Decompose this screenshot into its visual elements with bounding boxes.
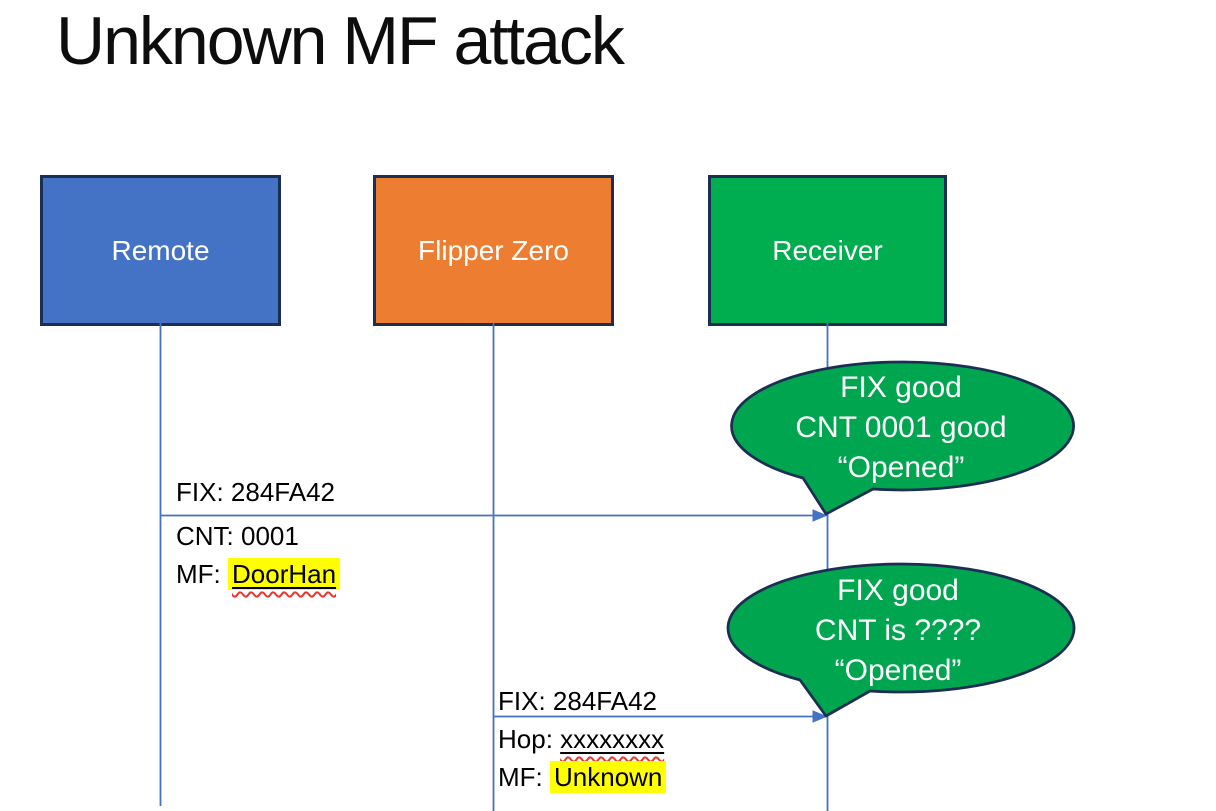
actor-box-remote: Remote [40, 175, 281, 326]
message-2-hop-value-squiggle: xxxxxxxx [560, 724, 664, 754]
message-1-cnt-label: CNT: 0001 [176, 521, 299, 552]
message-2-hop-value: xxxxxxxx [560, 724, 665, 754]
callout-2-line-1: FIX good [837, 574, 959, 607]
callout-1-text: FIX good CNT 0001 good “Opened” [731, 368, 1071, 488]
callout-2-line-3: “Opened” [834, 654, 962, 687]
callout-1-line-2: CNT 0001 good [795, 411, 1007, 444]
arrowhead-message-2 [812, 710, 828, 723]
actor-box-flipper-zero: Flipper Zero [373, 175, 614, 326]
message-2-mf-label: MF: Unknown [498, 761, 667, 793]
actor-label-receiver: Receiver [772, 234, 883, 266]
message-1-fix-label: FIX: 284FA42 [176, 477, 335, 508]
callout-2-text: FIX good CNT is ???? “Opened” [725, 571, 1071, 691]
message-1-mf-prefix: MF: [176, 559, 228, 589]
callout-bubble-2 [726, 562, 1076, 718]
actor-label-remote: Remote [111, 234, 210, 266]
callout-1-line-1: FIX good [840, 371, 962, 404]
actor-label-flipper-zero: Flipper Zero [418, 234, 569, 266]
message-1-fix-text: FIX: 284FA42 [176, 477, 335, 507]
message-1-cnt-value: 0001 [241, 521, 299, 551]
message-2-mf-prefix: MF: [498, 762, 550, 792]
message-1-mf-value: DoorHan [232, 559, 337, 589]
message-2-mf-value: Unknown [550, 761, 667, 793]
callout-bubble-1 [730, 360, 1075, 516]
callout-1-line-3: “Opened” [837, 451, 965, 484]
message-2-hop-label: Hop: xxxxxxxx [498, 724, 664, 755]
message-1-cnt-prefix: CNT: [176, 521, 241, 551]
callout-2-line-2: CNT is ???? [814, 614, 982, 647]
message-1-mf-label: MF: DoorHan [176, 558, 341, 590]
message-2-fix-label: FIX: 284FA42 [498, 686, 657, 717]
slide-title: Unknown MF attack [56, 3, 625, 79]
message-2-fix-text: FIX: 284FA42 [498, 686, 657, 716]
arrowhead-message-1 [812, 509, 828, 522]
message-2-hop-prefix: Hop: [498, 724, 561, 754]
message-1-mf-value-highlight: DoorHan [228, 558, 341, 590]
